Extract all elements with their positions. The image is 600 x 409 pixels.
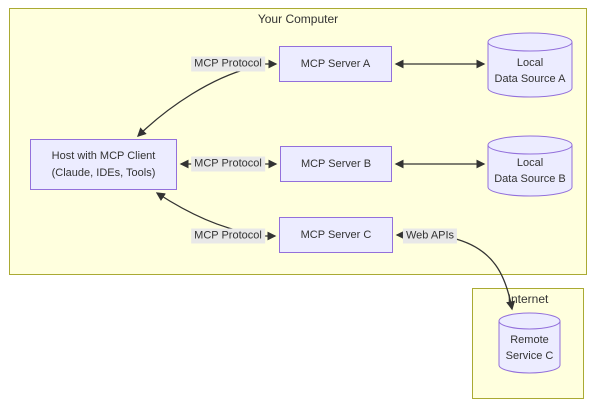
node-remote-service-c-line1: Remote (510, 334, 549, 346)
node-host-line1: Host with MCP Client (51, 149, 156, 162)
edge-label-mcp-protocol-a: MCP Protocol (191, 56, 265, 72)
node-mcp-server-b-label: MCP Server B (300, 157, 372, 170)
node-mcp-server-c: MCP Server C (279, 217, 393, 253)
node-mcp-server-a: MCP Server A (279, 46, 392, 82)
node-mcp-server-a-label: MCP Server A (300, 57, 371, 70)
node-host: Host with MCP Client (Claude, IDEs, Tool… (30, 139, 177, 190)
cluster-your-computer-label: Your Computer (257, 12, 339, 26)
edge-label-mcp-protocol-b: MCP Protocol (191, 156, 265, 172)
node-remote-service-c-line2: Service C (505, 350, 554, 362)
node-local-data-source-a-line1: Local (516, 57, 544, 69)
node-remote-service-c: Remote Service C (499, 332, 560, 364)
edge-label-web-apis: Web APIs (402, 228, 458, 244)
node-mcp-server-b: MCP Server B (280, 146, 392, 182)
edge-label-mcp-protocol-c: MCP Protocol (191, 228, 265, 244)
node-local-data-source-b-line2: Data Source B (494, 173, 566, 185)
cluster-internet-label: Internet (507, 292, 549, 306)
node-mcp-server-c-label: MCP Server C (300, 228, 372, 241)
node-host-line2: (Claude, IDEs, Tools) (51, 166, 156, 179)
node-local-data-source-b: Local Data Source B (488, 155, 572, 187)
node-local-data-source-a-line2: Data Source A (494, 73, 566, 85)
node-local-data-source-b-line1: Local (516, 157, 544, 169)
node-local-data-source-a: Local Data Source A (488, 55, 572, 87)
